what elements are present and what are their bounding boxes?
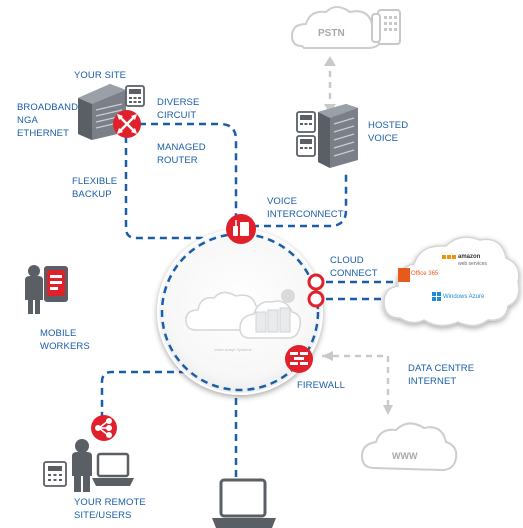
www-cloud <box>360 422 458 472</box>
circuit-label: CIRCUIT <box>157 110 197 121</box>
amazon-web-services-logo-icon <box>442 255 456 259</box>
windows-azure-logo-icon <box>432 292 441 301</box>
blue-connectors <box>100 122 395 478</box>
remote-site-link <box>100 370 210 416</box>
connect-label: CONNECT <box>330 268 378 279</box>
server-rack-icon <box>318 104 358 168</box>
hub-server-icon <box>255 307 291 333</box>
flexible-label: FLEXIBLE <box>72 176 118 187</box>
voice-interconnect-icon <box>226 214 256 244</box>
managed-label: MANAGED <box>157 142 206 153</box>
hosted-label: HOSTED <box>368 120 409 131</box>
desk-phone-icon <box>125 85 145 107</box>
mobile-label: MOBILE <box>40 328 77 339</box>
cloud-connect-node-icon <box>307 290 325 308</box>
ethernet-label: ETHERNET <box>17 128 69 139</box>
firewall-label: FIREWALL <box>297 380 345 391</box>
windows-azure-label: Windows Azure <box>443 294 485 300</box>
office365-logo-icon <box>398 268 410 282</box>
internet-link <box>322 354 390 412</box>
amazon-label: amazon <box>458 254 481 260</box>
desk-phone-icon <box>296 111 316 133</box>
www-label: WWW <box>392 451 418 461</box>
hub-user-icon <box>281 289 295 303</box>
interconnect-label: INTERCONNECT <box>267 209 344 220</box>
office365-label: Office 365 <box>411 271 439 277</box>
web-services-label: web services <box>458 261 487 267</box>
broadband-label: BROADBAND <box>17 102 79 113</box>
backup-link <box>124 136 226 240</box>
firewall-icon <box>285 345 313 373</box>
hosted-voice-label: VOICE <box>368 133 399 144</box>
your-site-label: YOUR SITE <box>74 70 127 81</box>
voice-interconnect-link <box>252 174 348 228</box>
cloud-connect-node-icon <box>307 273 325 291</box>
diverse-circuit-link <box>139 122 238 222</box>
site-users-label: SITE/USERS <box>74 510 132 521</box>
router-label: ROUTER <box>157 155 198 166</box>
desk-phone-icon <box>43 461 67 487</box>
diverse-label: DIVERSE <box>157 97 200 108</box>
tablet-icon <box>44 266 68 302</box>
workers-label: WORKERS <box>40 341 90 352</box>
voice-label: VOICE <box>267 196 298 207</box>
cloud-services-icon <box>383 236 520 327</box>
grey-connectors <box>322 60 390 412</box>
remote-router-icon <box>91 415 117 441</box>
data-centre-label: DATA CENTRE <box>408 363 475 374</box>
laptop-icon <box>92 452 134 486</box>
backup-label: BACKUP <box>72 189 112 200</box>
arrow-down-icon <box>383 405 393 415</box>
your-remote-label: YOUR REMOTE <box>74 497 146 508</box>
hub-caption: Voice Adapt Systems <box>214 347 252 352</box>
cloud-label: CLOUD <box>330 255 364 266</box>
mobile-worker-icon <box>25 265 43 314</box>
internet-label: INTERNET <box>408 376 457 387</box>
nga-label: NGA <box>17 115 38 126</box>
arrow-up-icon <box>324 56 336 66</box>
remote-user-icon <box>72 439 92 492</box>
laptop-bottom-icon <box>212 478 276 528</box>
router-icon <box>113 110 141 138</box>
desk-phone-icon <box>296 135 316 157</box>
pstn-label: PSTN <box>318 28 345 39</box>
phone-icon <box>371 9 401 45</box>
arrow-left-icon <box>322 351 333 361</box>
